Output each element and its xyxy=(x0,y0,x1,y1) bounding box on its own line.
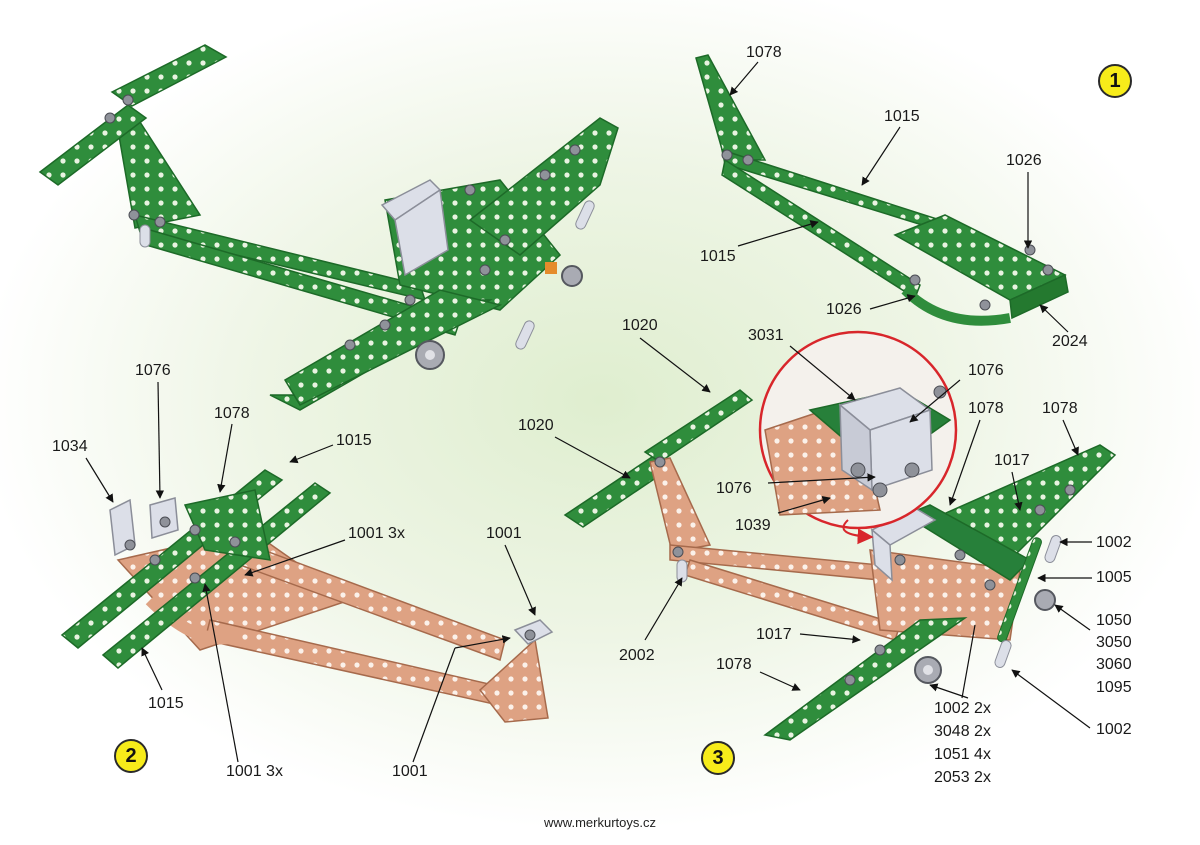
wing-1078-bottom xyxy=(763,617,968,741)
lug-1002-bottom xyxy=(994,640,1012,668)
channel-2024 xyxy=(1009,273,1069,320)
label-1017: 1017 xyxy=(756,626,792,643)
label-1078: 1078 xyxy=(716,656,752,673)
label-1078: 1078 xyxy=(746,44,782,61)
label-1026: 1026 xyxy=(826,301,862,318)
label-3031: 3031 xyxy=(748,327,784,344)
tail-fin-1078 xyxy=(695,54,767,161)
label-1001: 1001 xyxy=(486,525,522,542)
label-3050: 3050 xyxy=(1096,634,1132,651)
label-1015: 1015 xyxy=(700,248,736,265)
label-2002: 2002 xyxy=(619,647,655,664)
step1-assembly xyxy=(695,54,1069,326)
label-1020: 1020 xyxy=(622,317,658,334)
label-1051-4x: 1051 4x xyxy=(934,746,991,763)
label-1015: 1015 xyxy=(884,108,920,125)
website-footer: www.merkurtoys.cz xyxy=(544,815,656,830)
copper-tail-fin xyxy=(649,457,712,553)
right-wing xyxy=(468,117,619,256)
strip-1015-lower xyxy=(721,158,921,300)
fuselage-strip-upper xyxy=(133,213,427,302)
curved-strip-1026 xyxy=(901,286,1011,326)
label-1076: 1076 xyxy=(716,480,752,497)
label-1076: 1076 xyxy=(968,362,1004,379)
label-1002: 1002 xyxy=(1096,721,1132,738)
copper-tail xyxy=(478,638,549,723)
label-1001-3x: 1001 3x xyxy=(348,525,405,542)
label-3048-2x: 3048 2x xyxy=(934,723,991,740)
label-1034: 1034 xyxy=(52,438,88,455)
step2-assembly xyxy=(60,469,554,723)
label-2053-2x: 2053 2x xyxy=(934,769,991,786)
landing-lug xyxy=(515,320,535,350)
label-1039: 1039 xyxy=(735,517,771,534)
label-1015: 1015 xyxy=(148,695,184,712)
label-1076: 1076 xyxy=(135,362,171,379)
label-1095: 1095 xyxy=(1096,679,1132,696)
green-fin-1078 xyxy=(183,489,271,561)
tail-strip-1020-right xyxy=(643,389,754,463)
step-badge-1: 1 xyxy=(1098,64,1132,98)
label-1001-3x: 1001 3x xyxy=(226,763,283,780)
detail-magnifier xyxy=(758,330,958,545)
label-3060: 3060 xyxy=(1096,656,1132,673)
label-1078: 1078 xyxy=(968,400,1004,417)
step-badge-2: 2 xyxy=(114,739,148,773)
label-2024: 2024 xyxy=(1052,333,1088,350)
copper-body xyxy=(869,549,1021,641)
lug-1002-top xyxy=(1044,535,1062,563)
label-1078: 1078 xyxy=(1042,400,1078,417)
propeller-hub-1050 xyxy=(1034,589,1056,611)
label-1050: 1050 xyxy=(1096,612,1132,629)
step-badge-3: 3 xyxy=(701,741,735,775)
left-wing-panel xyxy=(283,289,503,406)
label-1017: 1017 xyxy=(994,452,1030,469)
step3-assembly xyxy=(563,389,1117,741)
label-1020: 1020 xyxy=(518,417,554,434)
label-1002: 1002 xyxy=(1096,534,1132,551)
tail-strip-left xyxy=(38,104,148,186)
label-1078: 1078 xyxy=(214,405,250,422)
label-1005: 1005 xyxy=(1096,569,1132,586)
label-1001: 1001 xyxy=(392,763,428,780)
propeller-hub xyxy=(561,265,583,287)
label-1015: 1015 xyxy=(336,432,372,449)
label-1002-2x: 1002 2x xyxy=(934,700,991,717)
strip-1005 xyxy=(997,537,1042,643)
leader-lines xyxy=(85,61,1092,763)
cockpit-plate xyxy=(394,188,449,277)
complete-plane-model xyxy=(38,44,619,411)
label-1026: 1026 xyxy=(1006,152,1042,169)
